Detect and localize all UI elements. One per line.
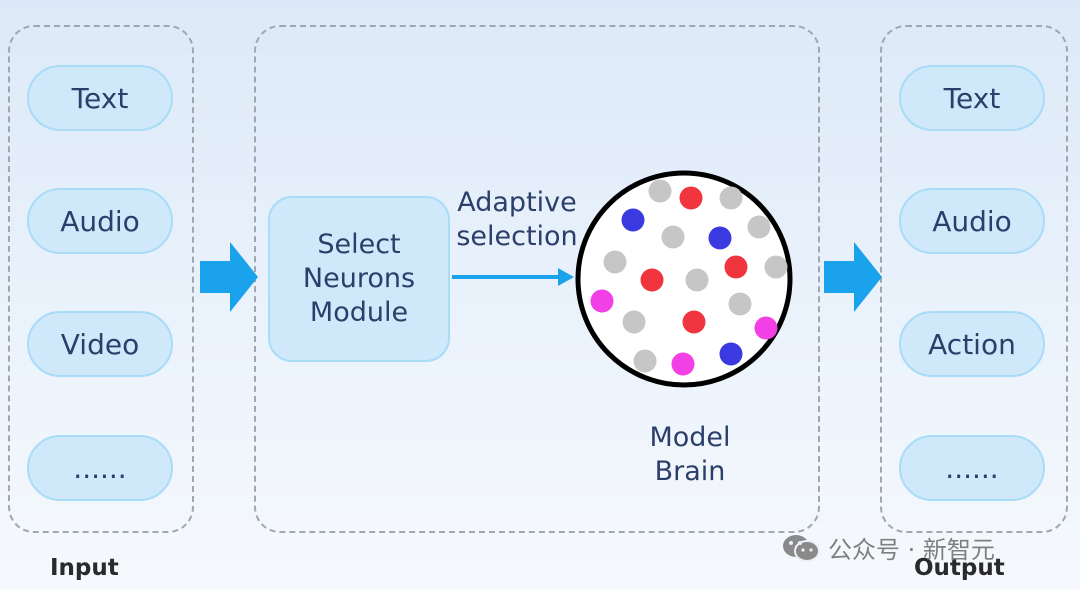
output-arrow	[824, 242, 882, 312]
watermark-text: 公众号 · 新智元	[828, 536, 995, 564]
neuron-gray	[728, 292, 752, 316]
neuron-red	[682, 310, 706, 334]
neuron-gray	[648, 179, 672, 203]
neuron-blue	[621, 208, 645, 232]
adaptive-line-1: Adaptive	[457, 187, 577, 218]
select-neurons-module: Select Neurons Module	[268, 196, 450, 362]
neuron-magenta	[671, 352, 695, 376]
adaptive-selection-label: Adaptive selection	[452, 186, 582, 254]
neuron-magenta	[590, 289, 614, 313]
model-brain-label: Model Brain	[625, 421, 755, 489]
neuron-gray	[661, 225, 685, 249]
neuron-gray	[747, 215, 771, 239]
input-item-more: ......	[27, 435, 173, 501]
neuron-red	[640, 268, 664, 292]
input-group-box	[8, 25, 194, 533]
neuron-magenta	[754, 316, 778, 340]
brain-line-2: Brain	[654, 456, 726, 487]
input-label: Input	[50, 555, 119, 581]
output-label: Output	[914, 555, 1005, 581]
brain-line-1: Model	[649, 422, 731, 453]
neuron-red	[679, 186, 703, 210]
neuron-gray	[685, 268, 709, 292]
output-group-box	[880, 25, 1068, 533]
input-item-video: Video	[27, 311, 173, 377]
input-arrow	[200, 242, 258, 312]
watermark: 公众号 · 新智元	[782, 530, 995, 565]
neuron-gray	[622, 310, 646, 334]
neuron-group	[590, 179, 788, 376]
module-line-3: Module	[309, 297, 409, 328]
wechat-icon	[783, 534, 820, 562]
output-item-text: Text	[899, 65, 1045, 131]
neuron-red	[724, 255, 748, 279]
input-item-audio: Audio	[27, 188, 173, 254]
module-line-1: Select	[317, 229, 401, 260]
output-item-more: ......	[899, 435, 1045, 501]
neuron-gray	[633, 349, 657, 373]
selection-arrow	[452, 268, 574, 286]
output-item-action: Action	[899, 311, 1045, 377]
neuron-gray	[603, 250, 627, 274]
neuron-gray	[764, 255, 788, 279]
output-item-audio: Audio	[899, 188, 1045, 254]
input-item-text: Text	[27, 65, 173, 131]
neuron-gray	[719, 186, 743, 210]
module-line-2: Neurons	[302, 263, 416, 294]
neuron-blue	[708, 226, 732, 250]
adaptive-line-2: selection	[456, 221, 578, 252]
neuron-blue	[719, 342, 743, 366]
